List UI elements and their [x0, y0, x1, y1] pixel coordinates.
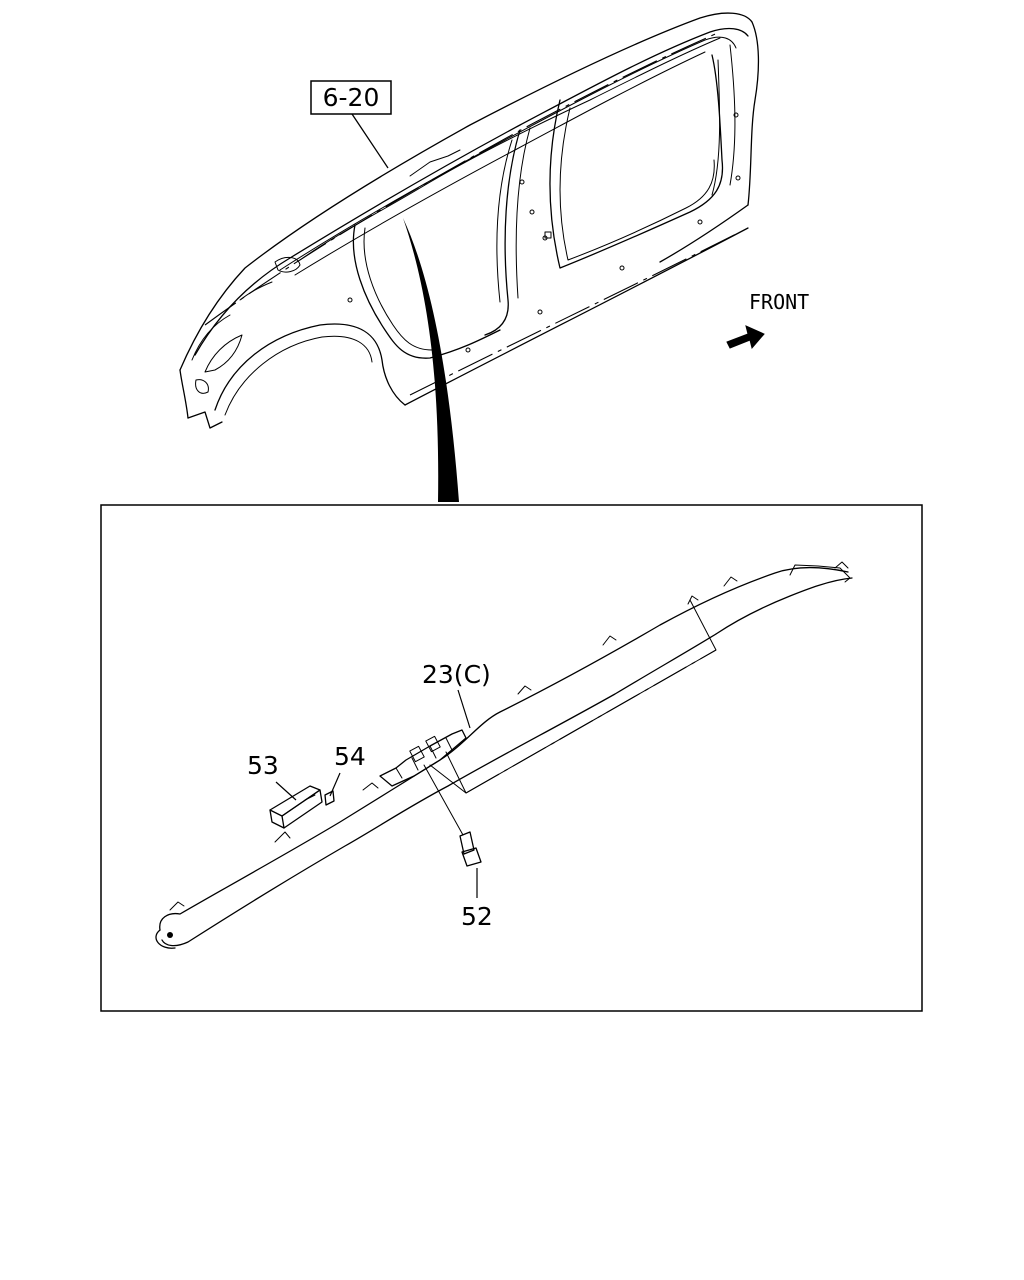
ref-label-group: 6-20 — [310, 80, 392, 169]
front-arrow-icon — [726, 325, 765, 350]
callout-54-leader — [329, 772, 341, 797]
callout-53-leader — [275, 781, 297, 801]
body-side-panel — [179, 12, 760, 429]
front-label: FRONT — [749, 290, 809, 314]
ref-label-box — [310, 80, 392, 115]
curtain-airbag-assembly — [155, 561, 853, 949]
callout-53: 53 — [247, 751, 297, 801]
callout-23: 23(C) — [422, 660, 491, 729]
ref-label: 6-20 — [323, 83, 380, 112]
callout-52: 52 — [461, 868, 493, 931]
bolt-part-52 — [423, 764, 482, 867]
callout-52-label: 52 — [461, 902, 493, 931]
callout-53-label: 53 — [247, 751, 279, 780]
callout-23-leader — [457, 689, 471, 729]
callout-54: 54 — [329, 742, 366, 797]
ref-leader-line — [351, 113, 389, 169]
callout-23-label: 23(C) — [422, 660, 491, 689]
detail-frame — [100, 504, 923, 1012]
zoom-pointer — [403, 218, 459, 502]
bracket-part-53 — [269, 785, 323, 829]
front-indicator: FRONT — [726, 290, 809, 350]
callout-54-label: 54 — [334, 742, 366, 771]
clip-part-54 — [324, 790, 335, 806]
